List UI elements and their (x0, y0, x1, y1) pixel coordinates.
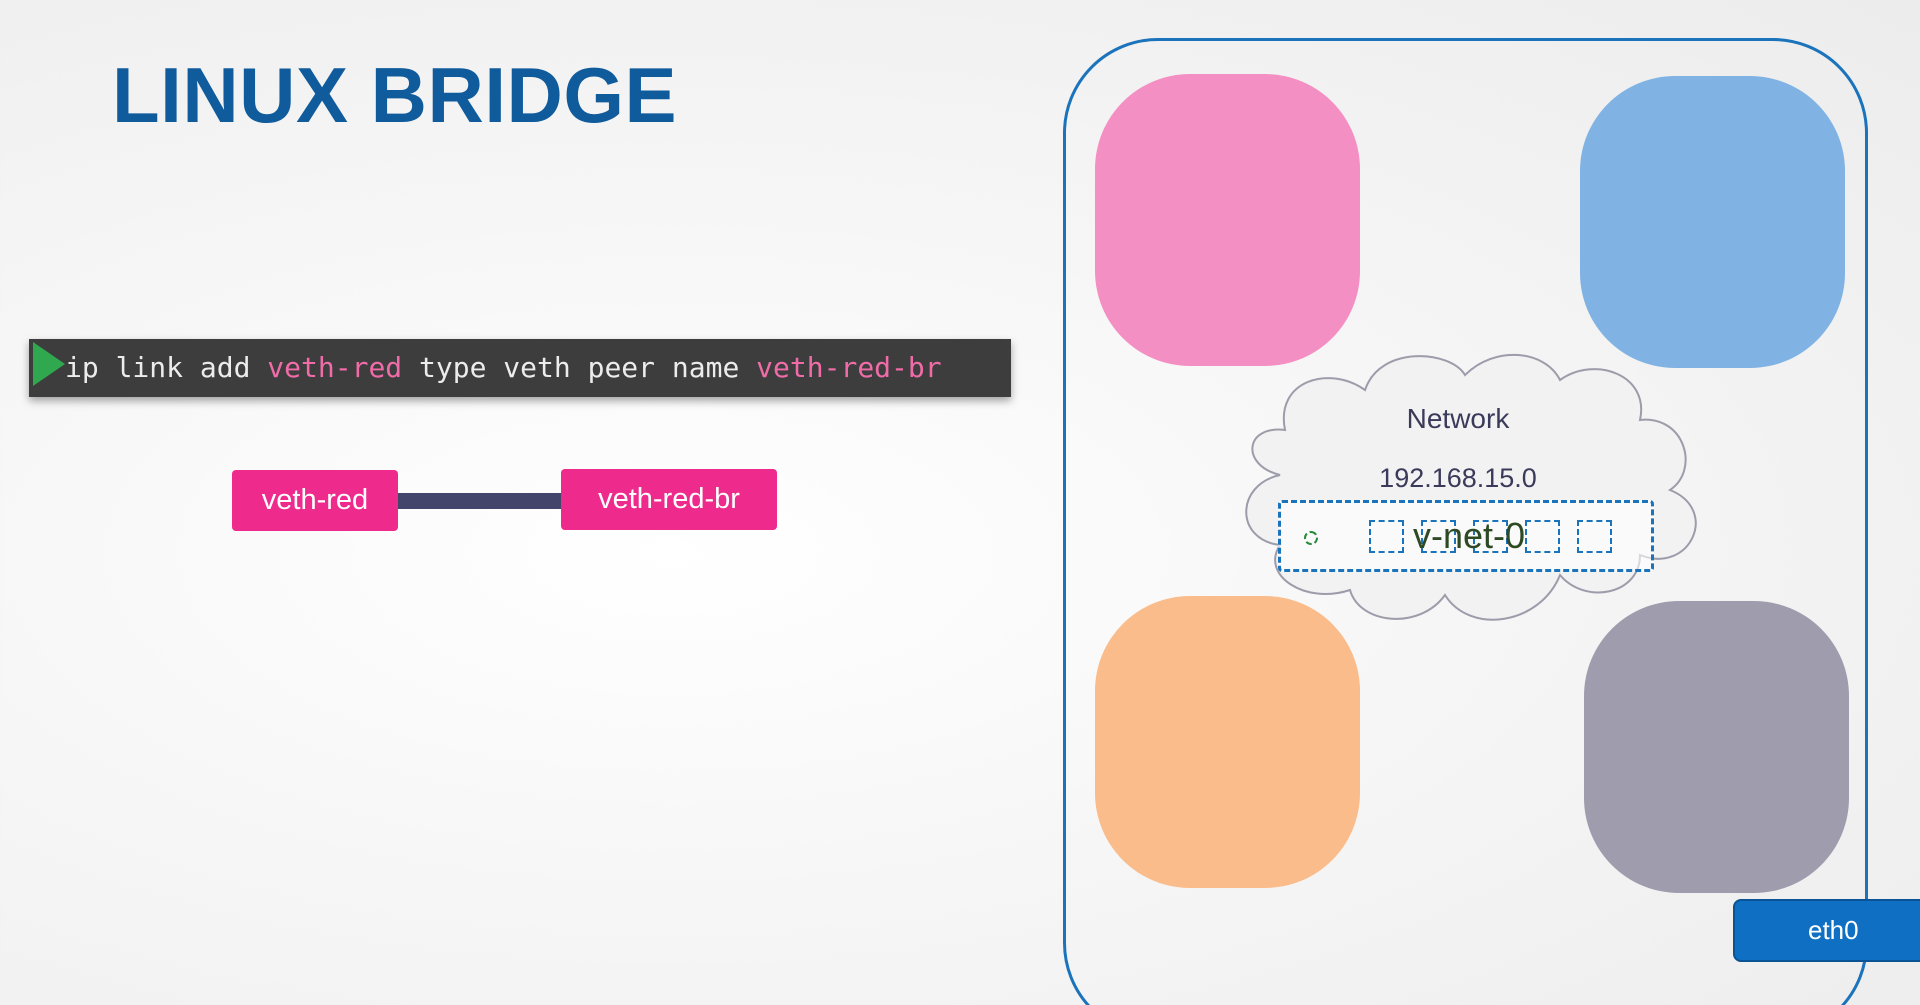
command-arg-veth-red-br: veth-red-br (756, 351, 942, 384)
namespace-red (1095, 74, 1360, 366)
bridge-port-5 (1577, 520, 1612, 553)
host-outline (1063, 38, 1868, 1005)
command-arg-veth-red: veth-red (267, 351, 403, 384)
veth-red-interface: veth-red (232, 470, 398, 531)
namespace-orange (1095, 596, 1360, 888)
command-part-1: ip link add (65, 351, 268, 384)
veth-red-br-interface: veth-red-br (561, 469, 777, 530)
namespace-gray (1584, 601, 1849, 893)
veth-pair-cable (398, 493, 561, 509)
network-address: 192.168.15.0 (1379, 463, 1537, 493)
bridge-v-net-0: v-net-0 (1278, 500, 1654, 572)
play-triangle-icon (33, 342, 65, 386)
network-label: Network (1406, 403, 1510, 434)
bridge-port-1 (1369, 520, 1404, 553)
bridge-name: v-net-0 (1412, 515, 1526, 556)
bridge-port-dot (1304, 531, 1318, 545)
slide-title: LINUX BRIDGE (112, 51, 678, 139)
bridge-port-3 (1473, 520, 1508, 553)
eth0-interface: eth0 (1733, 899, 1920, 962)
terminal-command-bar: ip link add veth-red type veth peer name… (29, 339, 1011, 397)
command-text: ip link add veth-red type veth peer name… (65, 339, 942, 397)
bridge-port-4 (1525, 520, 1560, 553)
bridge-port-2 (1421, 520, 1456, 553)
namespace-blue (1580, 76, 1845, 368)
command-part-2: type veth peer name (402, 351, 757, 384)
